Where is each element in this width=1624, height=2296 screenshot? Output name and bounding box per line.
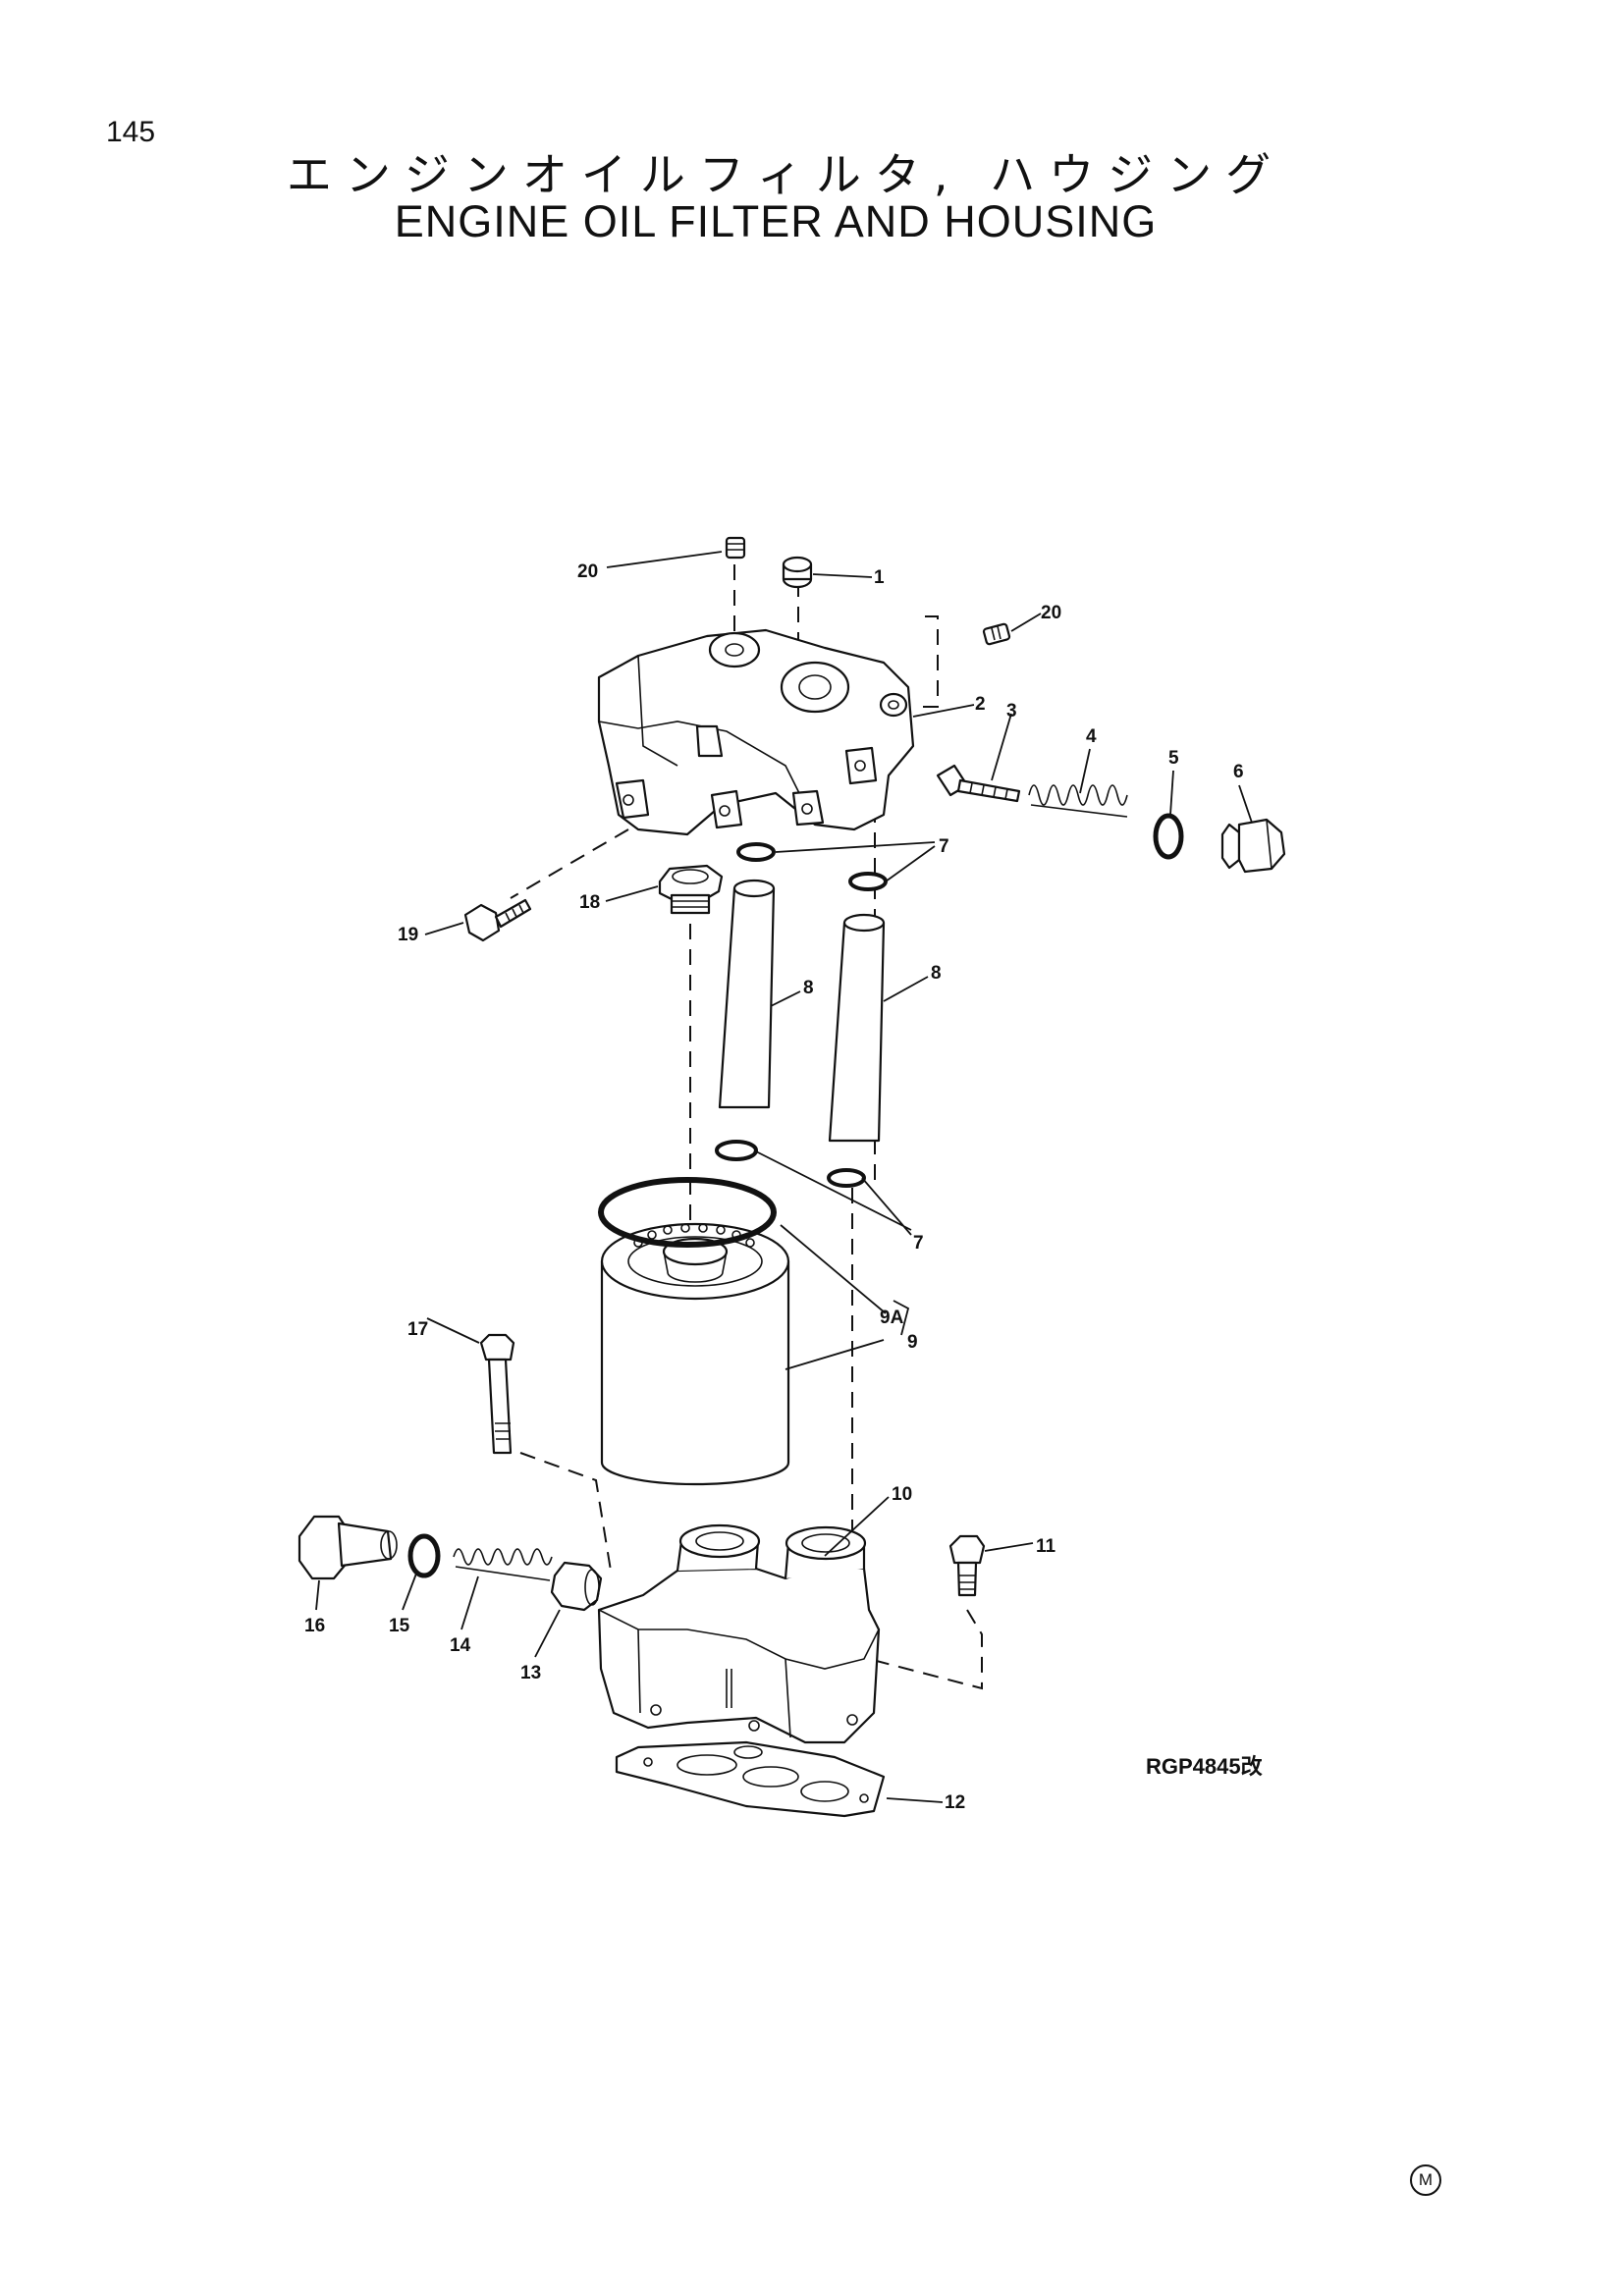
filter-gasket-9a [598, 1177, 777, 1248]
filter-base-10 [597, 1523, 881, 1744]
spring-4 [1028, 784, 1128, 818]
title-japanese: エンジンオイルフィルタ, ハウジング [286, 148, 1285, 201]
callout-11: 11 [1036, 1536, 1056, 1557]
callout-6: 6 [1233, 762, 1244, 782]
callout-5: 5 [1168, 748, 1179, 769]
plug-16 [298, 1515, 398, 1580]
callout-labels: 20 1 20 2 3 4 5 6 7 19 18 8 8 7 9A 9 17 … [304, 561, 1244, 1813]
leader-lines [315, 551, 1253, 1803]
spring-14 [453, 1548, 553, 1581]
callout-9a: 9A [880, 1308, 904, 1328]
o-ring-7-top-left [736, 842, 776, 862]
callout-7-bottom: 7 [913, 1233, 924, 1254]
callout-12: 12 [945, 1792, 965, 1813]
plug-6 [1220, 818, 1286, 874]
callout-9: 9 [907, 1332, 918, 1353]
bolt-11 [948, 1534, 986, 1597]
bolt-17 [479, 1333, 515, 1455]
callout-17: 17 [407, 1319, 428, 1340]
o-ring-7-bottom-left [715, 1140, 758, 1161]
callout-1: 1 [874, 567, 885, 588]
callout-7-top: 7 [939, 836, 949, 857]
tube-8-right [828, 913, 886, 1143]
nipple-18 [658, 864, 724, 915]
callout-8-right: 8 [931, 963, 942, 984]
o-ring-7-top-right [848, 872, 888, 891]
title-english: ENGINE OIL FILTER AND HOUSING [394, 196, 1158, 246]
callout-20-right: 20 [1041, 603, 1061, 623]
callout-10: 10 [892, 1484, 912, 1505]
oil-filter-9 [600, 1222, 790, 1486]
valve-13 [550, 1561, 603, 1612]
gasket-12 [615, 1740, 886, 1818]
callout-4: 4 [1086, 726, 1097, 747]
callout-13: 13 [520, 1663, 541, 1683]
relief-valve-3 [936, 764, 1021, 803]
plug-20-top [725, 536, 746, 560]
callout-2: 2 [975, 694, 986, 715]
o-ring-7-bottom-right [827, 1168, 866, 1188]
tube-8-left [718, 879, 776, 1109]
fitting-1 [782, 556, 813, 589]
callout-3: 3 [1006, 701, 1017, 721]
callout-8-left: 8 [803, 978, 814, 998]
drawing-code: RGP4845改 [1146, 1754, 1263, 1779]
callout-18: 18 [579, 892, 600, 913]
callout-20-top: 20 [577, 561, 598, 582]
callout-14: 14 [450, 1635, 471, 1656]
page-number: 145 [106, 116, 156, 148]
plug-20-right [982, 622, 1011, 646]
filter-head-housing [597, 628, 915, 836]
callout-15: 15 [389, 1616, 410, 1636]
callout-19: 19 [398, 925, 418, 945]
washer-15 [407, 1533, 441, 1578]
corner-mark: M [1410, 2164, 1441, 2196]
washer-5 [1153, 813, 1184, 860]
bolt-19 [463, 898, 532, 942]
callout-16: 16 [304, 1616, 325, 1636]
